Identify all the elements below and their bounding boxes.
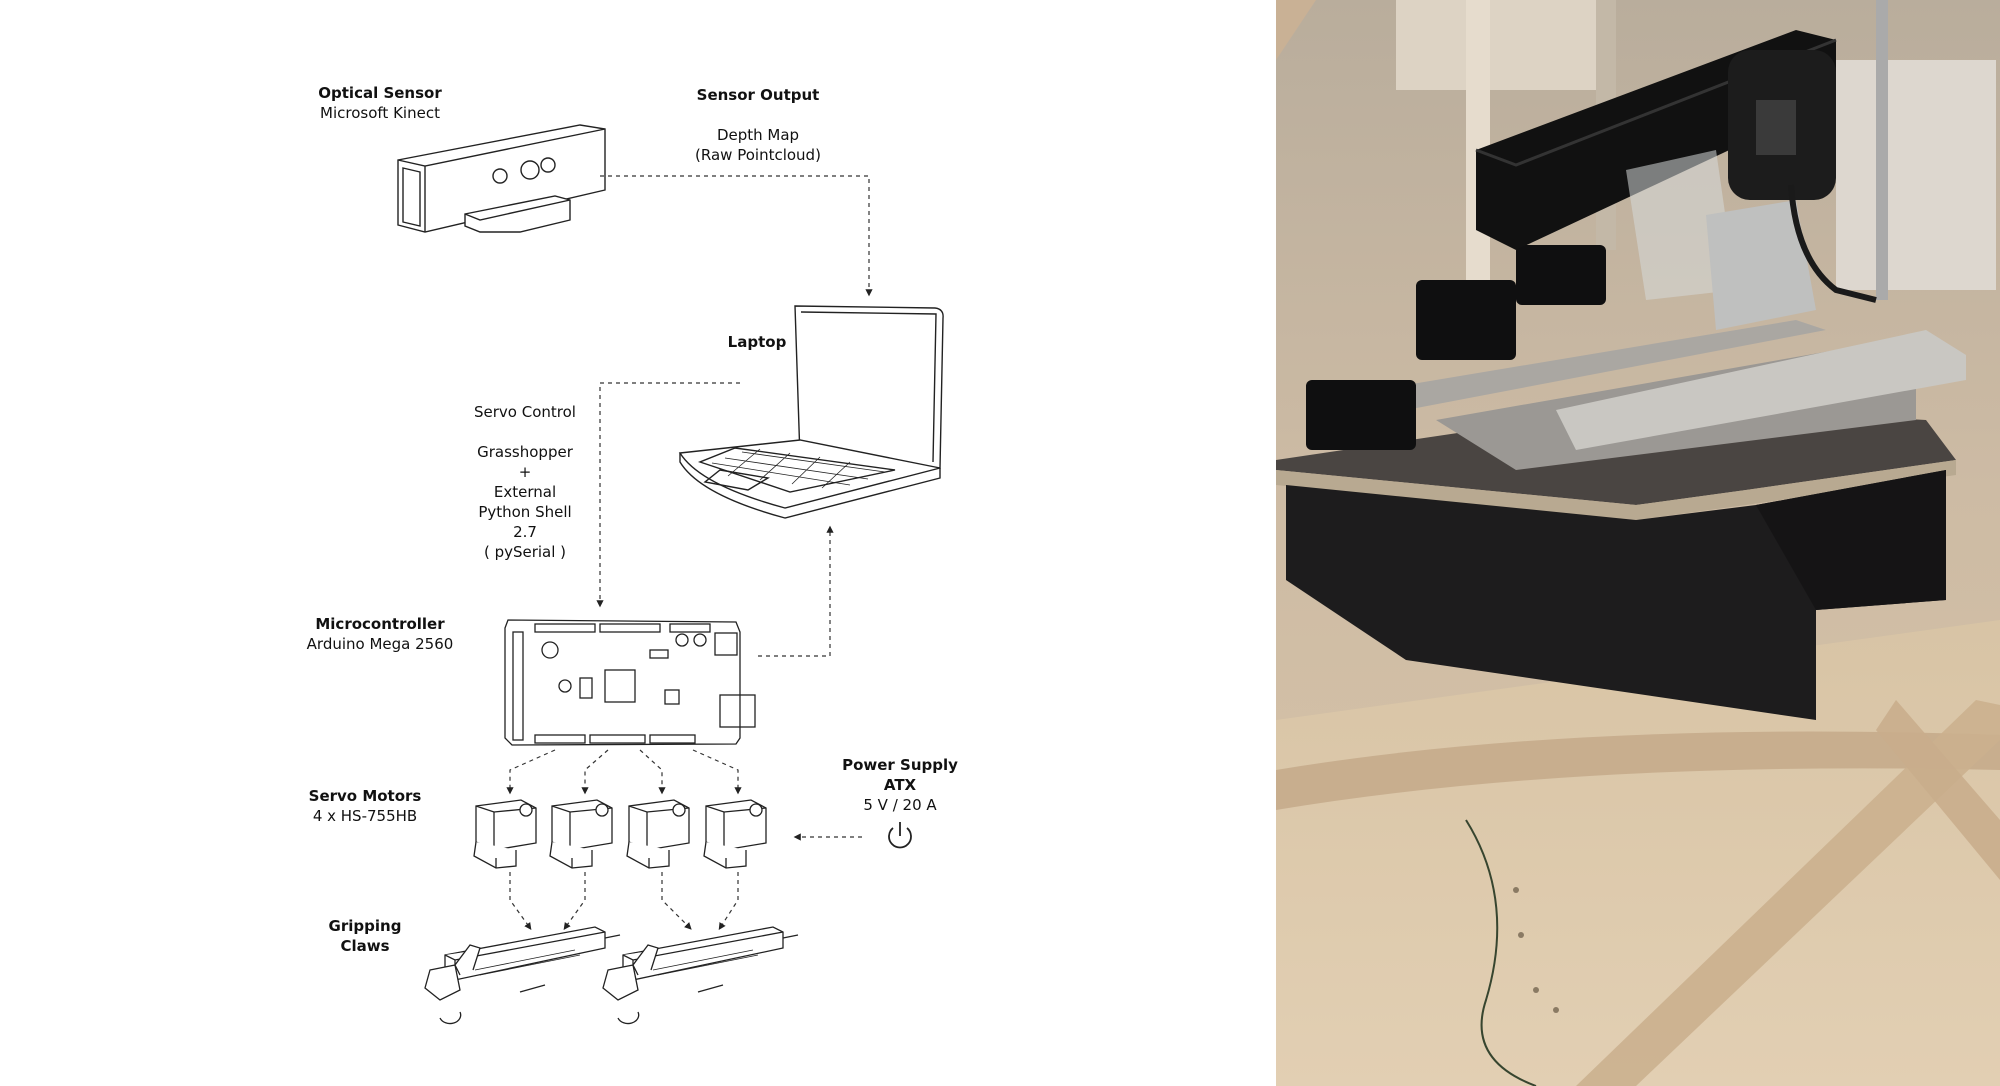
machine-photo <box>1276 0 2000 1086</box>
servo-control-title: Servo Control <box>474 403 576 421</box>
connector-feedback <box>758 525 834 657</box>
laptop-title: Laptop <box>727 333 787 351</box>
label-gripping-claws: Gripping Claws <box>310 916 420 956</box>
label-servo-motors: Servo Motors 4 x HS-755HB <box>290 786 440 826</box>
connector-claw-lines <box>509 872 739 931</box>
label-microcontroller: Microcontroller Arduino Mega 2560 <box>290 614 470 654</box>
microcontroller-subtitle: Arduino Mega 2560 <box>306 635 454 653</box>
laptop-icon <box>678 305 944 519</box>
servo-control-line: External <box>493 483 557 501</box>
servo-motor-icon <box>473 799 767 869</box>
power-icon <box>888 822 912 849</box>
microcontroller-title: Microcontroller <box>315 615 445 633</box>
sensor-output-line1: Depth Map <box>716 126 800 144</box>
machine-photo-illustration <box>1276 0 2000 1086</box>
label-power-supply: Power Supply ATX 5 V / 20 A <box>830 755 970 815</box>
connector-servo-lines <box>506 749 742 795</box>
servo-control-line: 2.7 <box>513 523 537 541</box>
label-optical-sensor: Optical Sensor Microsoft Kinect <box>300 83 460 123</box>
label-sensor-output: Sensor Output Depth Map (Raw Pointcloud) <box>668 85 848 165</box>
arduino-board-icon <box>504 619 756 746</box>
connector-sensor-output <box>600 175 873 297</box>
sensor-output-title: Sensor Output <box>696 86 820 104</box>
gripping-claw-icon <box>424 926 799 1025</box>
servo-control-line: Python Shell <box>478 503 572 521</box>
gripping-claws-title: Gripping <box>328 917 402 935</box>
system-diagram: Optical Sensor Microsoft Kinect Sensor O… <box>290 83 970 1025</box>
power-supply-title: Power Supply <box>842 756 958 774</box>
servo-control-line: Grasshopper <box>477 443 573 461</box>
servo-motors-title: Servo Motors <box>308 787 422 805</box>
servo-control-line: + <box>518 463 532 481</box>
kinect-sensor-icon <box>397 124 606 233</box>
connector-servo-control <box>596 382 740 608</box>
optical-sensor-title: Optical Sensor <box>318 84 442 102</box>
gripping-claws-title2: Claws <box>340 937 390 955</box>
servo-motors-subtitle: 4 x HS-755HB <box>312 807 418 825</box>
power-supply-subtitle: 5 V / 20 A <box>863 796 937 814</box>
diagram-drawing <box>397 124 944 1025</box>
servo-control-line: ( pySerial ) <box>483 543 567 561</box>
power-supply-title2: ATX <box>883 776 917 794</box>
optical-sensor-subtitle: Microsoft Kinect <box>320 104 440 122</box>
sensor-output-line2: (Raw Pointcloud) <box>695 146 821 164</box>
label-servo-control: Servo Control Grasshopper + External Pyt… <box>455 402 595 562</box>
label-laptop: Laptop <box>707 332 807 352</box>
